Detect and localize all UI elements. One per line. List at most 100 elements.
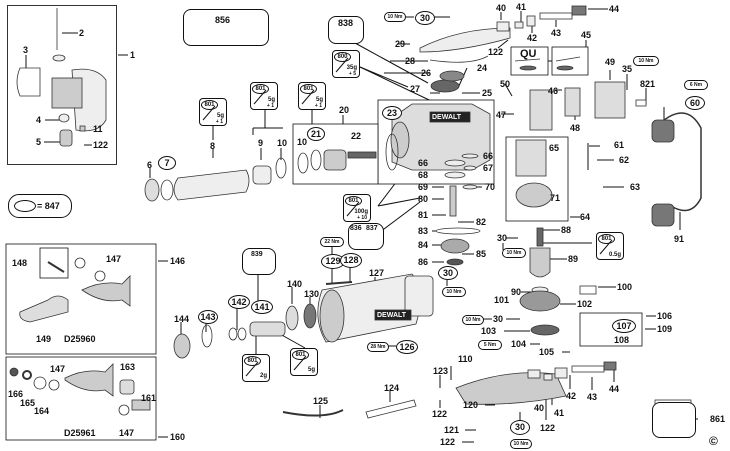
grease-801-5g: 801 5g + 1 (298, 82, 326, 110)
callout-121: 121 (444, 425, 460, 435)
callout-144: 144 (174, 314, 190, 324)
grease-qty: 35g (346, 65, 357, 71)
callout-71: 71 (550, 193, 561, 203)
callout-122: 122 (440, 437, 456, 447)
callout-821: 821 (640, 79, 656, 89)
grease-qty: 5g (315, 97, 323, 103)
callout-127: 127 (369, 268, 385, 278)
callout-30: 30 (415, 11, 435, 25)
callout-49: 49 (605, 57, 616, 67)
callout-120: 120 (463, 400, 479, 410)
grease-code: 801 (244, 356, 261, 366)
callout-70: 70 (485, 182, 496, 192)
torque-badge: 6 Nm (684, 80, 708, 90)
callout-125: 125 (313, 396, 329, 406)
callout-107: 107 (612, 319, 636, 333)
grease-qty: 100g (354, 209, 368, 215)
callout-101: 101 (494, 295, 510, 305)
grease-code: 801 (292, 350, 309, 360)
kit-label-d25961: D25961 (64, 428, 96, 438)
callout-85: 85 (476, 249, 487, 259)
callout-30: 30 (497, 233, 508, 243)
callout-69: 69 (418, 182, 429, 192)
callout-128: 128 (340, 253, 362, 268)
callout-122: 122 (540, 423, 556, 433)
grease-gun-icon (293, 355, 307, 371)
callout-126: 126 (396, 340, 418, 354)
callout-65: 65 (549, 143, 560, 153)
callout-43: 43 (551, 28, 562, 38)
callout-838: 838 (338, 18, 354, 28)
callout-122: 122 (488, 47, 504, 57)
grease-code: 800 (334, 52, 351, 62)
grease-gun-icon (245, 361, 259, 377)
callout-61: 61 (614, 140, 625, 150)
callout-64: 64 (580, 212, 591, 222)
callout-856: 856 (215, 15, 231, 25)
callout-46: 46 (548, 86, 559, 96)
torque-badge: 10 Nm (510, 439, 532, 449)
grease-gun-icon (253, 89, 267, 105)
callout-41: 41 (516, 2, 527, 12)
grease-code: 801 (252, 84, 269, 94)
callout-149: 149 (36, 334, 52, 344)
grease-gun-icon (301, 89, 315, 105)
grease-801-5g: 801 5g + 1 (199, 98, 227, 126)
callout-91: 91 (674, 234, 685, 244)
callout-109: 109 (657, 324, 673, 334)
callout-161: 161 (141, 393, 157, 403)
callout-68: 68 (418, 170, 429, 180)
callout-108: 108 (614, 335, 630, 345)
callout-147: 147 (50, 364, 66, 374)
callout-44: 44 (609, 4, 620, 14)
torque-badge: 22 Nm (320, 237, 344, 247)
callout-142: 142 (228, 295, 250, 309)
callout-1: 1 (130, 50, 136, 60)
grease-plus: + 1 (314, 103, 322, 109)
grease-plus: + 1 (215, 119, 223, 125)
callout-102: 102 (577, 299, 593, 309)
callout-48: 48 (570, 123, 581, 133)
callout-103: 103 (481, 326, 497, 336)
callout-30: 30 (510, 420, 530, 435)
torque-badge: 10 Nm (633, 56, 659, 66)
callout-146: 146 (170, 256, 186, 266)
grease-gun-icon (335, 57, 349, 73)
grease-qty: 5g (267, 97, 275, 103)
callout-84: 84 (418, 240, 429, 250)
callout-130: 130 (304, 289, 320, 299)
callout-10: 10 (297, 137, 308, 147)
callout-43: 43 (587, 392, 598, 402)
callout-28: 28 (405, 56, 416, 66)
callout-35: 35 (622, 64, 633, 74)
grease-qty: 2g (259, 373, 267, 379)
o-ring-symbol-icon (14, 200, 36, 212)
callout-67: 67 (483, 163, 494, 173)
torque-badge: 28 Nm (367, 342, 389, 352)
callout-27: 27 (410, 84, 421, 94)
callout-23: 23 (382, 106, 402, 120)
callout-9: 9 (258, 138, 264, 148)
callout-100: 100 (617, 282, 633, 292)
callout-148: 148 (12, 258, 28, 268)
callout-42: 42 (527, 33, 538, 43)
callout-26: 26 (421, 68, 432, 78)
callout-2: 2 (79, 28, 85, 38)
part-856-panel (183, 9, 269, 46)
grease-code: 801 (201, 100, 218, 110)
torque-badge: 10 Nm (384, 12, 406, 22)
callout-21: 21 (307, 127, 325, 141)
callout-122: 122 (93, 140, 109, 150)
callout-22: 22 (351, 131, 362, 141)
callout-80: 80 (418, 194, 429, 204)
callout-839: 839 (251, 251, 263, 258)
torque-badge: 5 Nm (478, 340, 502, 350)
grease-plus: + 5 (348, 71, 356, 77)
callout-47: 47 (496, 110, 507, 120)
callout-122: 122 (432, 409, 448, 419)
grease-qty: 0.5g (608, 252, 621, 258)
callout-5: 5 (36, 137, 42, 147)
grease-qty: 5g (307, 367, 315, 373)
callout-166: 166 (8, 389, 24, 399)
